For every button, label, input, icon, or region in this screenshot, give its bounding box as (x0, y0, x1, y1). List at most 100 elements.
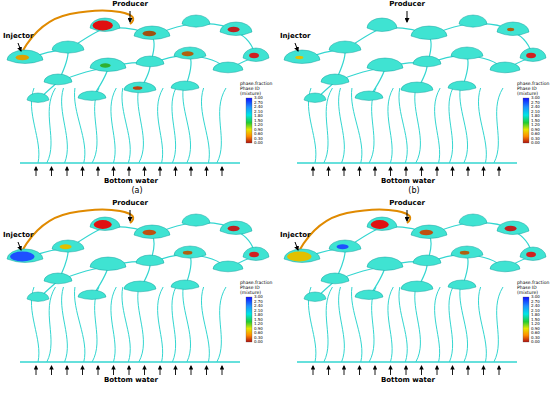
water-arrow (344, 167, 345, 176)
water-arrow (406, 366, 407, 375)
cave-body (304, 292, 326, 301)
cave-body (134, 26, 170, 40)
colorbar-title: phase.fraction Phase ID (mixture) (240, 82, 274, 97)
phase-patch (420, 230, 434, 236)
cave-body (355, 91, 383, 100)
colorbar (246, 297, 252, 342)
cave-body (490, 261, 520, 272)
cave-body (78, 91, 106, 100)
cave-body (220, 221, 252, 235)
fracture-line (388, 88, 393, 163)
injector-arrow (18, 43, 21, 51)
cave-body (213, 62, 243, 73)
boundary-label: Bottom water (104, 377, 158, 385)
phase-patch (295, 56, 303, 59)
cave-body (124, 281, 156, 292)
water-arrow (468, 167, 469, 176)
water-arrow (483, 167, 484, 176)
fracture-line (435, 88, 441, 163)
bottom-aquifer-line (20, 162, 240, 164)
cave-body (367, 217, 397, 230)
water-arrow (313, 167, 314, 176)
fracture-line (478, 287, 486, 362)
fracture-line (494, 287, 503, 362)
phase-patch (133, 86, 143, 90)
cave-body (78, 290, 106, 299)
cave-network (284, 209, 546, 375)
cave-body (367, 257, 403, 271)
phase-patch (10, 252, 34, 262)
water-arrow (222, 366, 223, 375)
phase-patch (371, 220, 389, 229)
water-arrow (483, 366, 484, 375)
cave-body (411, 225, 447, 239)
phase-patch (93, 21, 113, 31)
boundary-label: Bottom water (104, 178, 158, 186)
phase-patch (249, 252, 259, 258)
water-arrow (51, 366, 52, 375)
cave-network (7, 209, 269, 375)
fracture-line (339, 287, 345, 362)
phase-patch (16, 55, 30, 61)
colorbar-tick: 0.00 (254, 340, 263, 344)
water-arrow (452, 167, 453, 176)
cave-body (520, 48, 546, 62)
cave-body (90, 58, 126, 72)
water-arrow (36, 167, 37, 176)
water-arrow (421, 167, 422, 176)
phase-patch (143, 31, 157, 37)
fracture-line (388, 287, 393, 362)
water-arrow (359, 167, 360, 176)
water-arrow (328, 167, 329, 176)
fracture-line (217, 88, 226, 163)
fracture-line (138, 287, 144, 362)
water-arrow (328, 366, 329, 375)
cave-body (411, 26, 447, 40)
fracture-line (62, 287, 68, 362)
fracture-line (449, 88, 453, 163)
colorbar (246, 98, 252, 143)
phase-patch (505, 226, 517, 232)
cave-body (213, 261, 243, 272)
cave-body (355, 290, 383, 299)
cave-body (171, 280, 199, 289)
water-arrow (344, 366, 345, 375)
water-arrow (82, 366, 83, 375)
water-arrow (359, 366, 360, 375)
cave-body (27, 292, 49, 301)
cave-body (174, 47, 206, 59)
water-arrow (468, 366, 469, 375)
colorbar (523, 98, 529, 143)
cave-body (304, 93, 326, 102)
injector-arrow (18, 242, 21, 250)
fracture-line (183, 287, 191, 362)
colorbar (523, 297, 529, 342)
cave-body (44, 273, 72, 284)
phase-patch (460, 251, 470, 255)
injector-arrow (295, 242, 298, 250)
fracture-line (339, 88, 345, 163)
water-arrow (452, 366, 453, 375)
water-arrow (144, 167, 145, 176)
producer-arrow (130, 210, 131, 221)
cave-body (497, 221, 529, 235)
cave-body (448, 81, 476, 90)
injector-arrow (295, 43, 298, 51)
cave-body (171, 81, 199, 90)
water-arrow (175, 366, 176, 375)
water-arrow (129, 167, 130, 176)
colorbar-title: phase.fraction Phase ID (mixture) (240, 281, 274, 296)
cave-body (451, 47, 483, 59)
fracture-line (217, 287, 226, 362)
water-arrow (375, 366, 376, 375)
cave-body (182, 214, 210, 226)
phase-patch (287, 252, 311, 262)
bottom-aquifer-line (297, 361, 517, 363)
fracture-line (138, 88, 144, 163)
water-arrow (67, 167, 68, 176)
well-label: Producer (389, 200, 425, 208)
cave-body (321, 273, 349, 284)
colorbar-title: phase.fraction Phase ID (mixture) (517, 82, 550, 97)
